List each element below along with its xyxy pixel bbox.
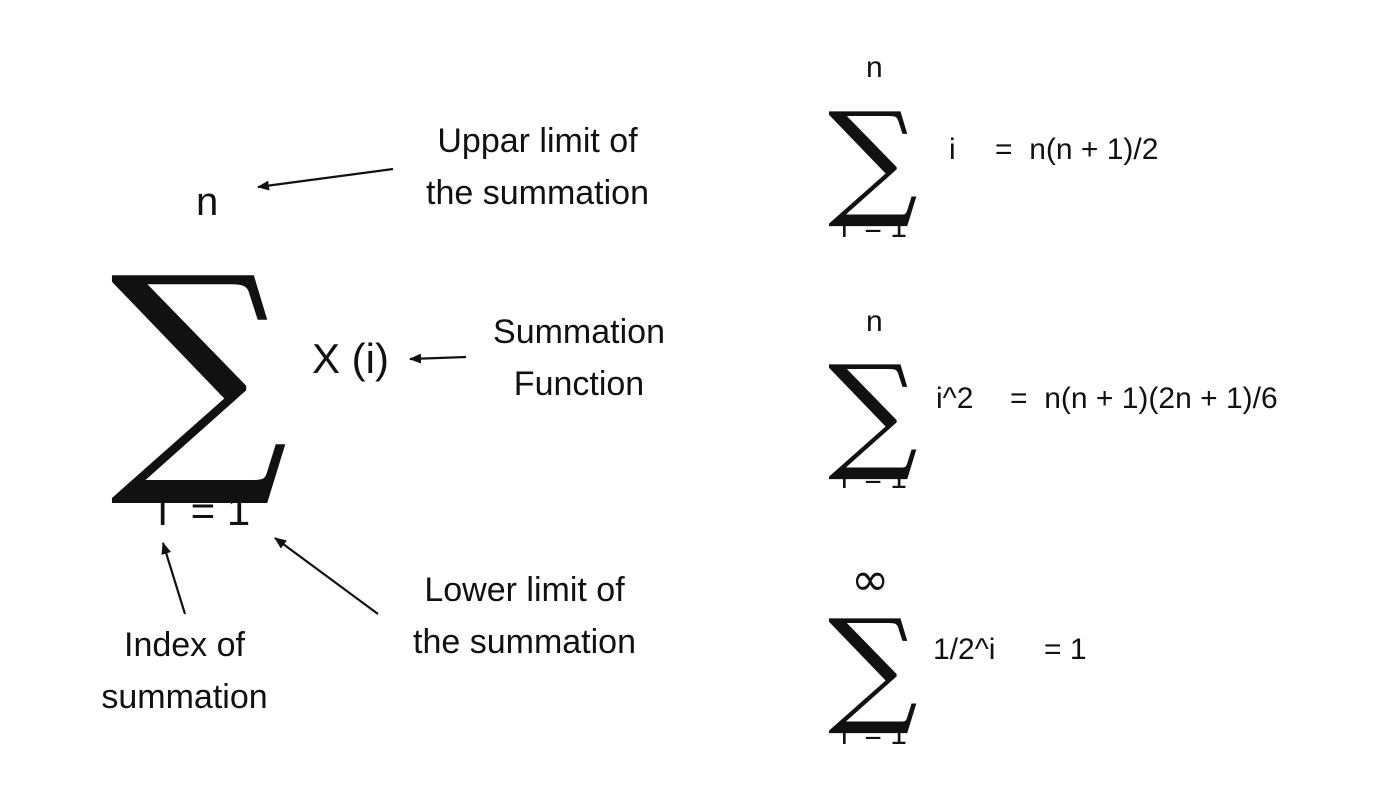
upper-limit-label-line-1: Uppar limit of [437,122,638,160]
formula-1-lower: i = 1 [841,211,907,244]
upper-limit: n [196,180,219,224]
formula-2-lower: i = 1 [841,462,907,495]
formula-1-result: = n(n + 1)/2 [995,133,1159,166]
function-label-line-2: Function [513,365,645,403]
index-label: Index of summation [82,619,287,723]
formula-1-upper: n [866,51,883,84]
formula-2-sigma: ∑ [828,338,918,485]
formula-1-term: i [949,133,956,166]
lower-limit-label: Lower limit of the summation [392,564,657,668]
sigma-symbol: ∑ [110,223,289,514]
arrow-to-function [409,353,467,364]
arrow-to-upper-limit [257,167,394,191]
formula-3-upper-infinity: ∞ [851,552,890,606]
formula-1-sigma: ∑ [828,85,918,232]
upper-limit-label-line-2: the summation [426,174,649,212]
formula-3-result: = 1 [1044,633,1087,666]
arrow-to-lower-limit [274,537,379,615]
function-label: Summation Function [474,306,684,410]
lower-limit-label-line-1: Lower limit of [424,571,625,609]
formula-3-lower: i = 1 [841,718,907,751]
function-label-line-1: Summation [493,313,665,351]
index-label-line-2: summation [101,678,268,716]
formula-3-sigma: ∑ [828,592,918,739]
lower-limit-label-line-2: the summation [413,623,636,661]
formula-3-term: 1/2^i [933,633,996,666]
formula-2-upper: n [866,305,883,338]
summation-function: X (i) [312,335,389,382]
lower-limit: i = 1 [158,487,251,534]
formula-2-term: i^2 [936,382,974,415]
arrow-to-index [161,542,187,615]
upper-limit-label: Uppar limit of the summation [405,115,670,219]
index-label-line-1: Index of [124,626,245,664]
formula-2-result: = n(n + 1)(2n + 1)/6 [1010,382,1278,415]
